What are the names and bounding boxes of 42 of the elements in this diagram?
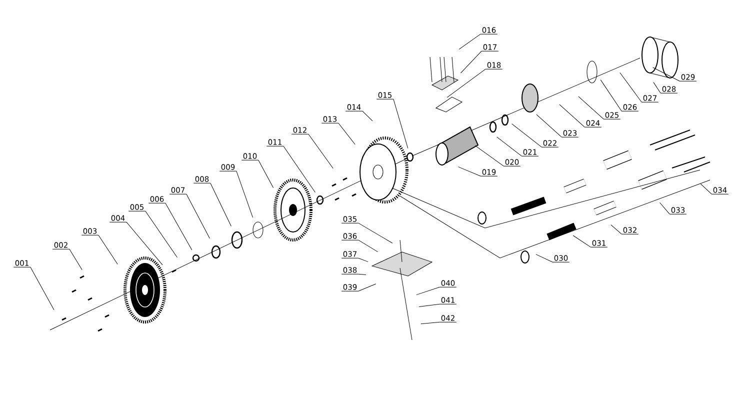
leader-line — [416, 286, 440, 296]
leader-line — [446, 68, 486, 98]
leader-line — [358, 258, 368, 262]
leader-line — [258, 160, 274, 188]
leader-line — [308, 134, 334, 169]
leader-line — [458, 166, 481, 176]
leader-line — [620, 72, 642, 102]
leader-line — [660, 202, 670, 214]
leader-line — [338, 122, 356, 145]
leader-line — [210, 182, 232, 226]
leader-line — [145, 210, 178, 258]
leader-line — [420, 322, 440, 324]
leader-line — [578, 96, 604, 120]
leader-line — [653, 82, 661, 94]
leader-line — [30, 266, 54, 310]
leader-line — [600, 80, 622, 112]
leader-line — [610, 224, 622, 234]
leader-line — [458, 34, 481, 50]
leader-line — [572, 235, 591, 248]
leader-line — [474, 145, 504, 166]
leader-line — [358, 274, 366, 275]
leader-line — [165, 202, 192, 250]
leader-line — [283, 146, 316, 193]
leader-line — [358, 240, 378, 252]
leader-line — [536, 254, 553, 262]
leader-line — [358, 222, 393, 244]
leader-line — [126, 222, 163, 266]
leader-line — [69, 248, 82, 270]
leader-line — [98, 234, 118, 264]
leader-line — [512, 124, 542, 148]
leader-line — [536, 114, 562, 138]
leader-line — [393, 98, 408, 149]
leader-line — [652, 67, 680, 82]
leader-line — [186, 194, 210, 239]
leader-line — [236, 170, 254, 218]
leader-line — [559, 104, 585, 128]
leader-line — [418, 304, 440, 307]
leader-line — [700, 184, 712, 194]
leader-line — [358, 284, 376, 292]
leader-line — [460, 50, 482, 74]
leader-line — [362, 110, 373, 122]
leader-line — [496, 136, 522, 156]
